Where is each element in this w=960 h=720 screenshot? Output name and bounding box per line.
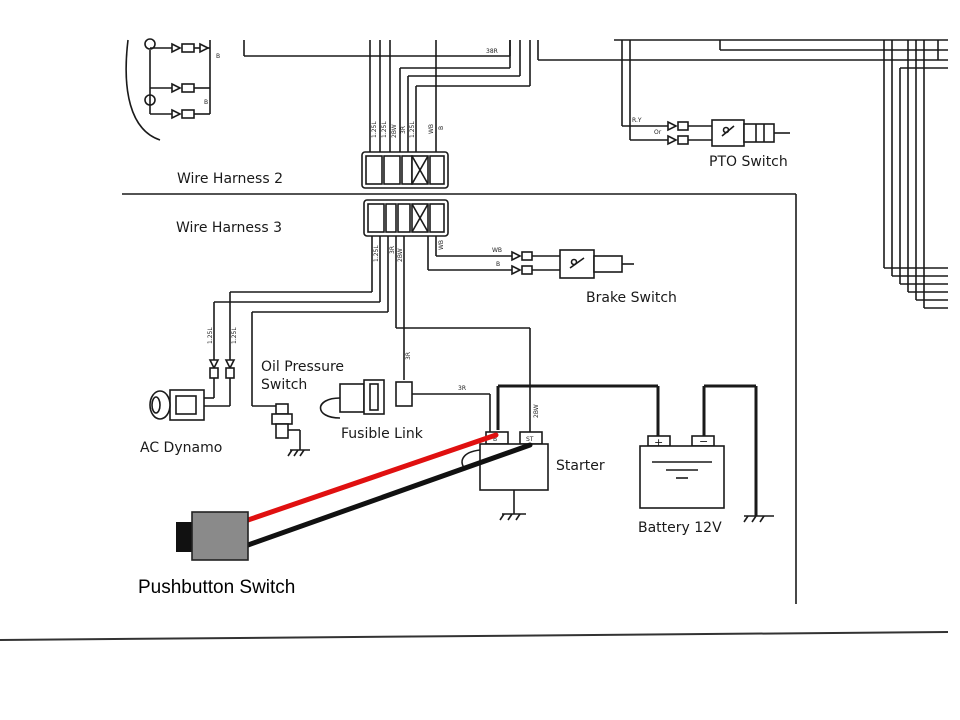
- wire-harness-2-label: Wire Harness 2: [177, 171, 283, 187]
- pushbutton-cap[interactable]: [176, 522, 194, 552]
- wire-code-3r-c: 3R: [405, 352, 412, 360]
- battery: + − Battery 12V: [638, 384, 774, 536]
- svg-text:−: −: [699, 435, 708, 448]
- wire-code-125l-d: 1.25L: [373, 245, 380, 262]
- oil-pressure-label-line2: Switch: [261, 377, 307, 393]
- wire-code-38r: 38R: [486, 48, 498, 55]
- wire-code-2bw-b: 2BW: [397, 248, 404, 262]
- wire-code-wb-b: WB: [438, 240, 445, 250]
- starter: 2BW B ST Starter: [461, 384, 660, 521]
- harness-3-wire-codes: 1.25L 3R 2BW WB: [373, 240, 445, 262]
- ac-dynamo: 1.25L 1.25L AC Dynamo: [140, 327, 238, 456]
- pto-switch-label: PTO Switch: [709, 154, 788, 170]
- wire-code-125l-a: 1.25L: [371, 121, 378, 138]
- oil-pressure-label-line1: Oil Pressure: [261, 359, 344, 375]
- harness-3-connector: [363, 199, 449, 237]
- wire-code-2bw-c: 2BW: [533, 404, 540, 418]
- wire-code-wb-a: WB: [428, 124, 435, 134]
- oil-pressure-switch: Oil Pressure Switch: [261, 359, 344, 457]
- right-wire-bundle: [883, 40, 948, 309]
- lower-wiring: WB B: [213, 236, 531, 432]
- top-left-diode-fragment: B B: [125, 38, 220, 141]
- starter-label: Starter: [556, 458, 605, 474]
- wire-code-3r-b: 3R: [389, 246, 396, 254]
- wire-code-b-a: B: [438, 126, 445, 130]
- pushbutton-switch-label: Pushbutton Switch: [138, 577, 295, 598]
- brake-switch-label: Brake Switch: [586, 290, 677, 306]
- wire-code-2bw-a: 2BW: [391, 124, 398, 138]
- wire-code-125l-f: 1.25L: [231, 327, 238, 344]
- wire-code-125l-b: 1.25L: [381, 121, 388, 138]
- wire-code-b-brake: B: [496, 261, 500, 268]
- harness-2-wire-codes: 1.25L 1.25L 2BW 3R 1.25L WB B: [371, 121, 445, 138]
- pto-switch: R.Y Or PTO Switch: [622, 117, 790, 170]
- brake-switch: Brake Switch: [511, 249, 677, 306]
- svg-text:+: +: [654, 436, 663, 449]
- harness-2-connector: [361, 151, 449, 189]
- fusible-link-label: Fusible Link: [341, 426, 424, 442]
- black-start-wire: [245, 442, 533, 548]
- wire-code-wb-brake: WB: [492, 247, 502, 254]
- wire-code-125l-c: 1.25L: [409, 121, 416, 138]
- wire-code-3r-a: 3R: [400, 126, 407, 134]
- wire-code-b-top2: B: [204, 99, 208, 106]
- fusible-link: 3R 3R Fusible Link: [319, 352, 491, 442]
- wire-code-or: Or: [654, 129, 662, 136]
- ac-dynamo-label: AC Dynamo: [140, 440, 222, 456]
- pushbutton-body[interactable]: [191, 511, 249, 561]
- page-bottom-edge: [0, 631, 949, 641]
- wire-harness-3-label: Wire Harness 3: [176, 220, 282, 236]
- pushbutton-switch[interactable]: [176, 511, 249, 561]
- wire-code-125l-e: 1.25L: [207, 327, 214, 344]
- wire-code-ry: R.Y: [632, 117, 642, 124]
- battery-label: Battery 12V: [638, 520, 722, 536]
- top-wiring: 38R: [243, 39, 948, 160]
- wire-code-st: ST: [526, 436, 534, 443]
- wire-code-b-top: B: [216, 53, 220, 60]
- wire-code-3r-d: 3R: [458, 385, 466, 392]
- wire-code-b-st: B: [493, 436, 497, 443]
- red-positive-wire: [245, 432, 499, 523]
